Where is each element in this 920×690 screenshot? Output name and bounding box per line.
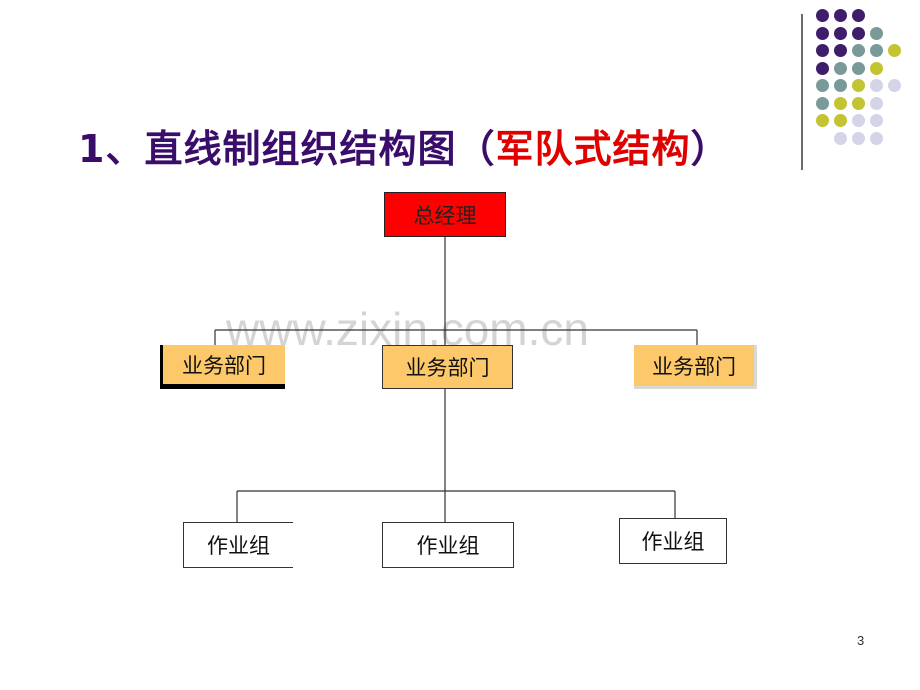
- page-number: 3: [857, 633, 865, 648]
- title-suffix: ）: [690, 127, 730, 171]
- node-work-group-2: 作业组: [382, 522, 514, 568]
- node-department-1: 业务部门: [160, 345, 285, 389]
- decor-dot: [852, 9, 865, 22]
- decor-dot: [834, 26, 847, 40]
- decor-dot: [834, 79, 847, 92]
- node-department-2: 业务部门: [382, 345, 513, 389]
- decor-dot: [816, 26, 829, 40]
- decor-dot: [834, 61, 847, 75]
- decor-dot: [870, 131, 883, 145]
- node-department-3: 业务部门: [634, 345, 757, 389]
- decor-dot: [870, 96, 883, 110]
- decor-dot: [870, 79, 883, 92]
- decor-dot: [816, 44, 829, 57]
- decor-dot: [852, 61, 865, 75]
- slide-title: 1、直线制组织结构图（军队式结构）: [78, 118, 729, 173]
- decor-dot: [834, 9, 847, 22]
- decor-dot: [816, 79, 829, 92]
- decor-dot: [870, 44, 883, 57]
- decor-dot: [852, 96, 865, 110]
- decor-dot: [816, 114, 829, 127]
- decor-dot: [834, 114, 847, 127]
- decor-dot: [888, 44, 901, 57]
- decor-dot: [852, 26, 865, 40]
- decor-dot: [834, 131, 847, 145]
- decor-dot: [816, 96, 829, 110]
- decor-dot: [852, 131, 865, 145]
- decor-dot: [852, 114, 865, 127]
- decor-dot: [852, 79, 865, 92]
- node-general-manager: 总经理: [384, 192, 506, 237]
- title-highlight: 军队式结构: [495, 127, 691, 171]
- decor-dot: [816, 9, 829, 22]
- node-work-group-3: 作业组: [619, 518, 727, 564]
- decor-dot: [870, 61, 883, 75]
- decor-dot: [834, 96, 847, 110]
- decor-dot: [888, 79, 901, 92]
- decor-divider: [801, 14, 803, 170]
- decor-dot: [852, 44, 865, 57]
- title-prefix: 1、直线制组织结构图（: [78, 127, 496, 171]
- decor-dot: [870, 26, 883, 40]
- decor-dot: [834, 44, 847, 57]
- decor-dot: [816, 61, 829, 75]
- decor-dot: [870, 114, 883, 127]
- node-work-group-1: 作业组: [183, 522, 293, 568]
